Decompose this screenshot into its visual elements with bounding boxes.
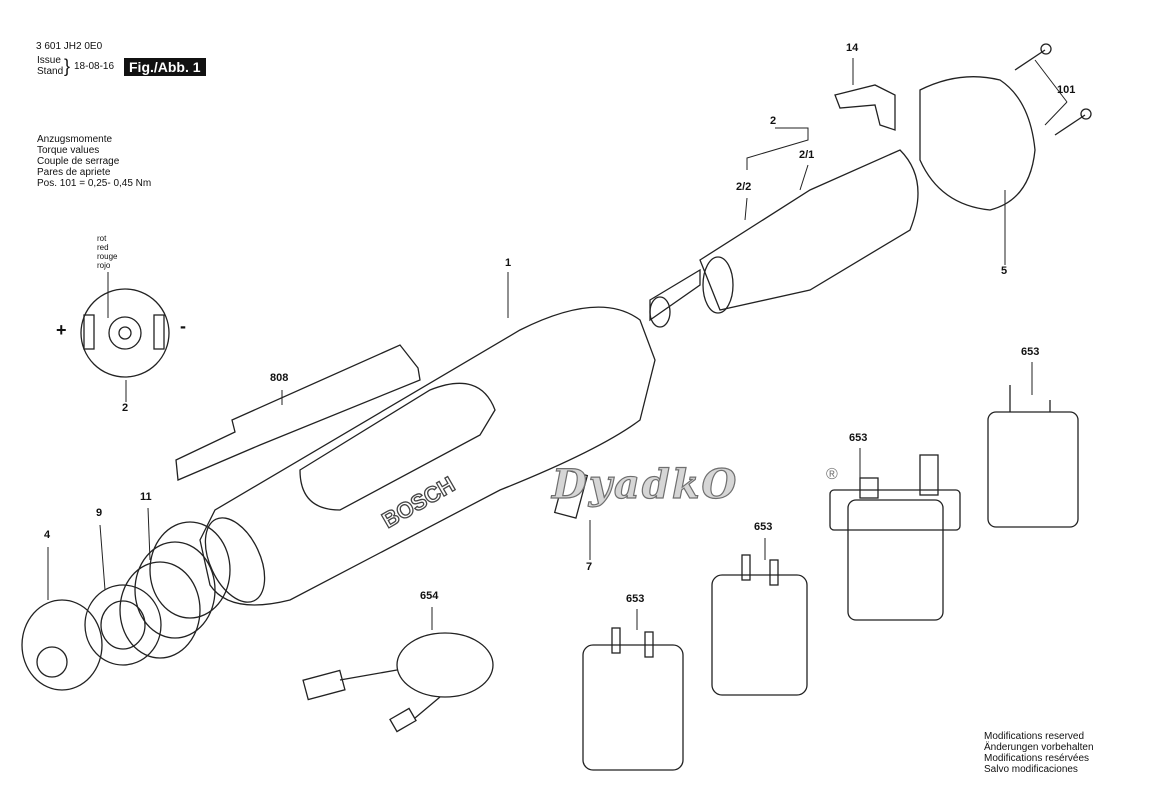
charger-uk [829, 454, 961, 621]
figure-label: Fig./Abb. 1 [124, 58, 206, 76]
ring [84, 584, 162, 666]
spring [119, 521, 231, 659]
registered-mark: ® [826, 466, 838, 483]
end-cap [919, 76, 1036, 211]
part-label-2-1: 2/1 [799, 149, 815, 161]
motor-assembly [649, 149, 919, 328]
part-label-2: 2 [122, 402, 129, 414]
part-label-808: 808 [270, 372, 289, 384]
footer-line: Änderungen vorbehalten [984, 742, 1094, 753]
part-label-2: 2 [770, 115, 777, 127]
issue-date: 18-08-16 [74, 61, 115, 72]
part-label-11: 11 [140, 491, 152, 503]
footer-line: Modifications resérvées [984, 753, 1090, 764]
charger-us [711, 554, 808, 696]
torque-line: Pos. 101 = 0,25- 0,45 Nm [37, 178, 152, 189]
part-label-2-2: 2/2 [736, 181, 752, 193]
stand-label: Stand [37, 66, 64, 77]
label-film [175, 344, 421, 481]
end-cap-front [21, 599, 103, 691]
footer-line: Modifications reserved [984, 731, 1085, 742]
part-label-14: 14 [846, 42, 859, 54]
torque-line: Couple de serrage [37, 156, 120, 167]
brace: } [64, 56, 71, 76]
bracket [834, 84, 896, 131]
wire-color: red [97, 243, 109, 252]
plus-sign: + [56, 320, 67, 340]
torque-line: Torque values [37, 145, 100, 156]
wire-color: rouge [97, 252, 118, 261]
torque-line: Pares de apriete [37, 167, 111, 178]
part-number: 3 601 JH2 0E0 [36, 41, 103, 52]
torque-line: Anzugsmomente [37, 134, 113, 145]
footer-line: Salvo modificaciones [984, 764, 1078, 775]
screws [1014, 43, 1092, 136]
wire-color: rojo [97, 261, 111, 270]
charger-cn [582, 627, 684, 771]
charger-eu [987, 385, 1079, 528]
usb-cable [302, 632, 494, 733]
part-label-653: 653 [626, 593, 645, 605]
part-label-653: 653 [1021, 346, 1040, 358]
battery-contact-disc [80, 288, 170, 378]
part-label-653: 653 [849, 432, 868, 444]
part-label-101: 101 [1057, 84, 1076, 96]
part-label-9: 9 [96, 507, 103, 519]
part-label-654: 654 [420, 590, 439, 602]
wire-color: rot [97, 234, 107, 243]
issue-label: Issue [37, 55, 61, 66]
switch-cover [553, 469, 589, 519]
watermark: DyadkO [551, 461, 739, 508]
part-label-5: 5 [1001, 265, 1008, 277]
minus-sign: - [180, 316, 186, 336]
part-label-653: 653 [754, 521, 773, 533]
part-label-7: 7 [586, 561, 593, 573]
part-label-1: 1 [505, 257, 512, 269]
svg-text:BOSCH: BOSCH [378, 472, 459, 533]
part-label-4: 4 [44, 529, 51, 541]
